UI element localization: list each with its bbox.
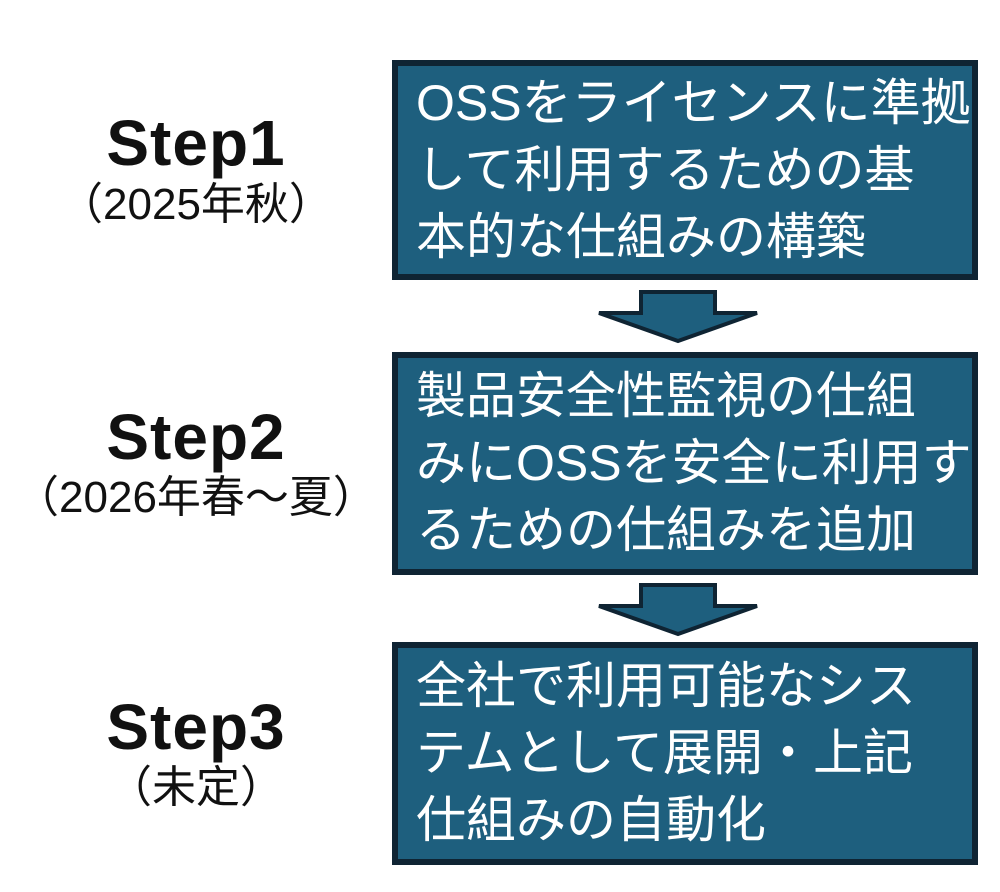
step3-box-line-3: 仕組みの自動化 [416, 792, 766, 848]
step1-box-line-3: 本的な仕組みの構築 [416, 208, 866, 265]
step1-box-line-1: OSSをライセンスに準拠 [416, 74, 971, 131]
step3-label-block: Step3 （未定） [0, 642, 392, 865]
step3-box: 全社で利用可能なシス テムとして展開・上記 仕組みの自動化 [392, 642, 978, 865]
down-arrow-icon [597, 583, 759, 637]
step3-box-line-2: テムとして展開・上記 [416, 725, 913, 781]
step1-label-block: Step1 （2025年秋） [0, 60, 392, 280]
step2-period: （2026年春～夏） [15, 473, 377, 523]
step2-box-line-3: るための仕組みを追加 [416, 502, 916, 558]
step2-box-line-2: みにOSSを安全に利用す [416, 435, 972, 491]
step2-box: 製品安全性監視の仕組 みにOSSを安全に利用す るための仕組みを追加 [392, 352, 978, 575]
step1-title: Step1 [106, 107, 286, 180]
step2-label-block: Step2 （2026年春～夏） [0, 352, 392, 575]
step1-box: OSSをライセンスに準拠 して利用するための基 本的な仕組みの構築 [392, 60, 978, 280]
step3-period: （未定） [108, 763, 284, 813]
step2-box-line-1: 製品安全性監視の仕組 [416, 368, 916, 424]
step3-box-line-1: 全社で利用可能なシス [416, 658, 916, 714]
step1-period: （2025年秋） [59, 179, 333, 229]
down-arrow-icon [597, 290, 759, 344]
step1-box-line-2: して利用するための基 [416, 141, 915, 198]
step2-title: Step2 [106, 400, 286, 473]
down-arrow-shape [598, 290, 758, 344]
down-arrow-shape [598, 583, 758, 637]
step3-title: Step3 [106, 690, 286, 763]
